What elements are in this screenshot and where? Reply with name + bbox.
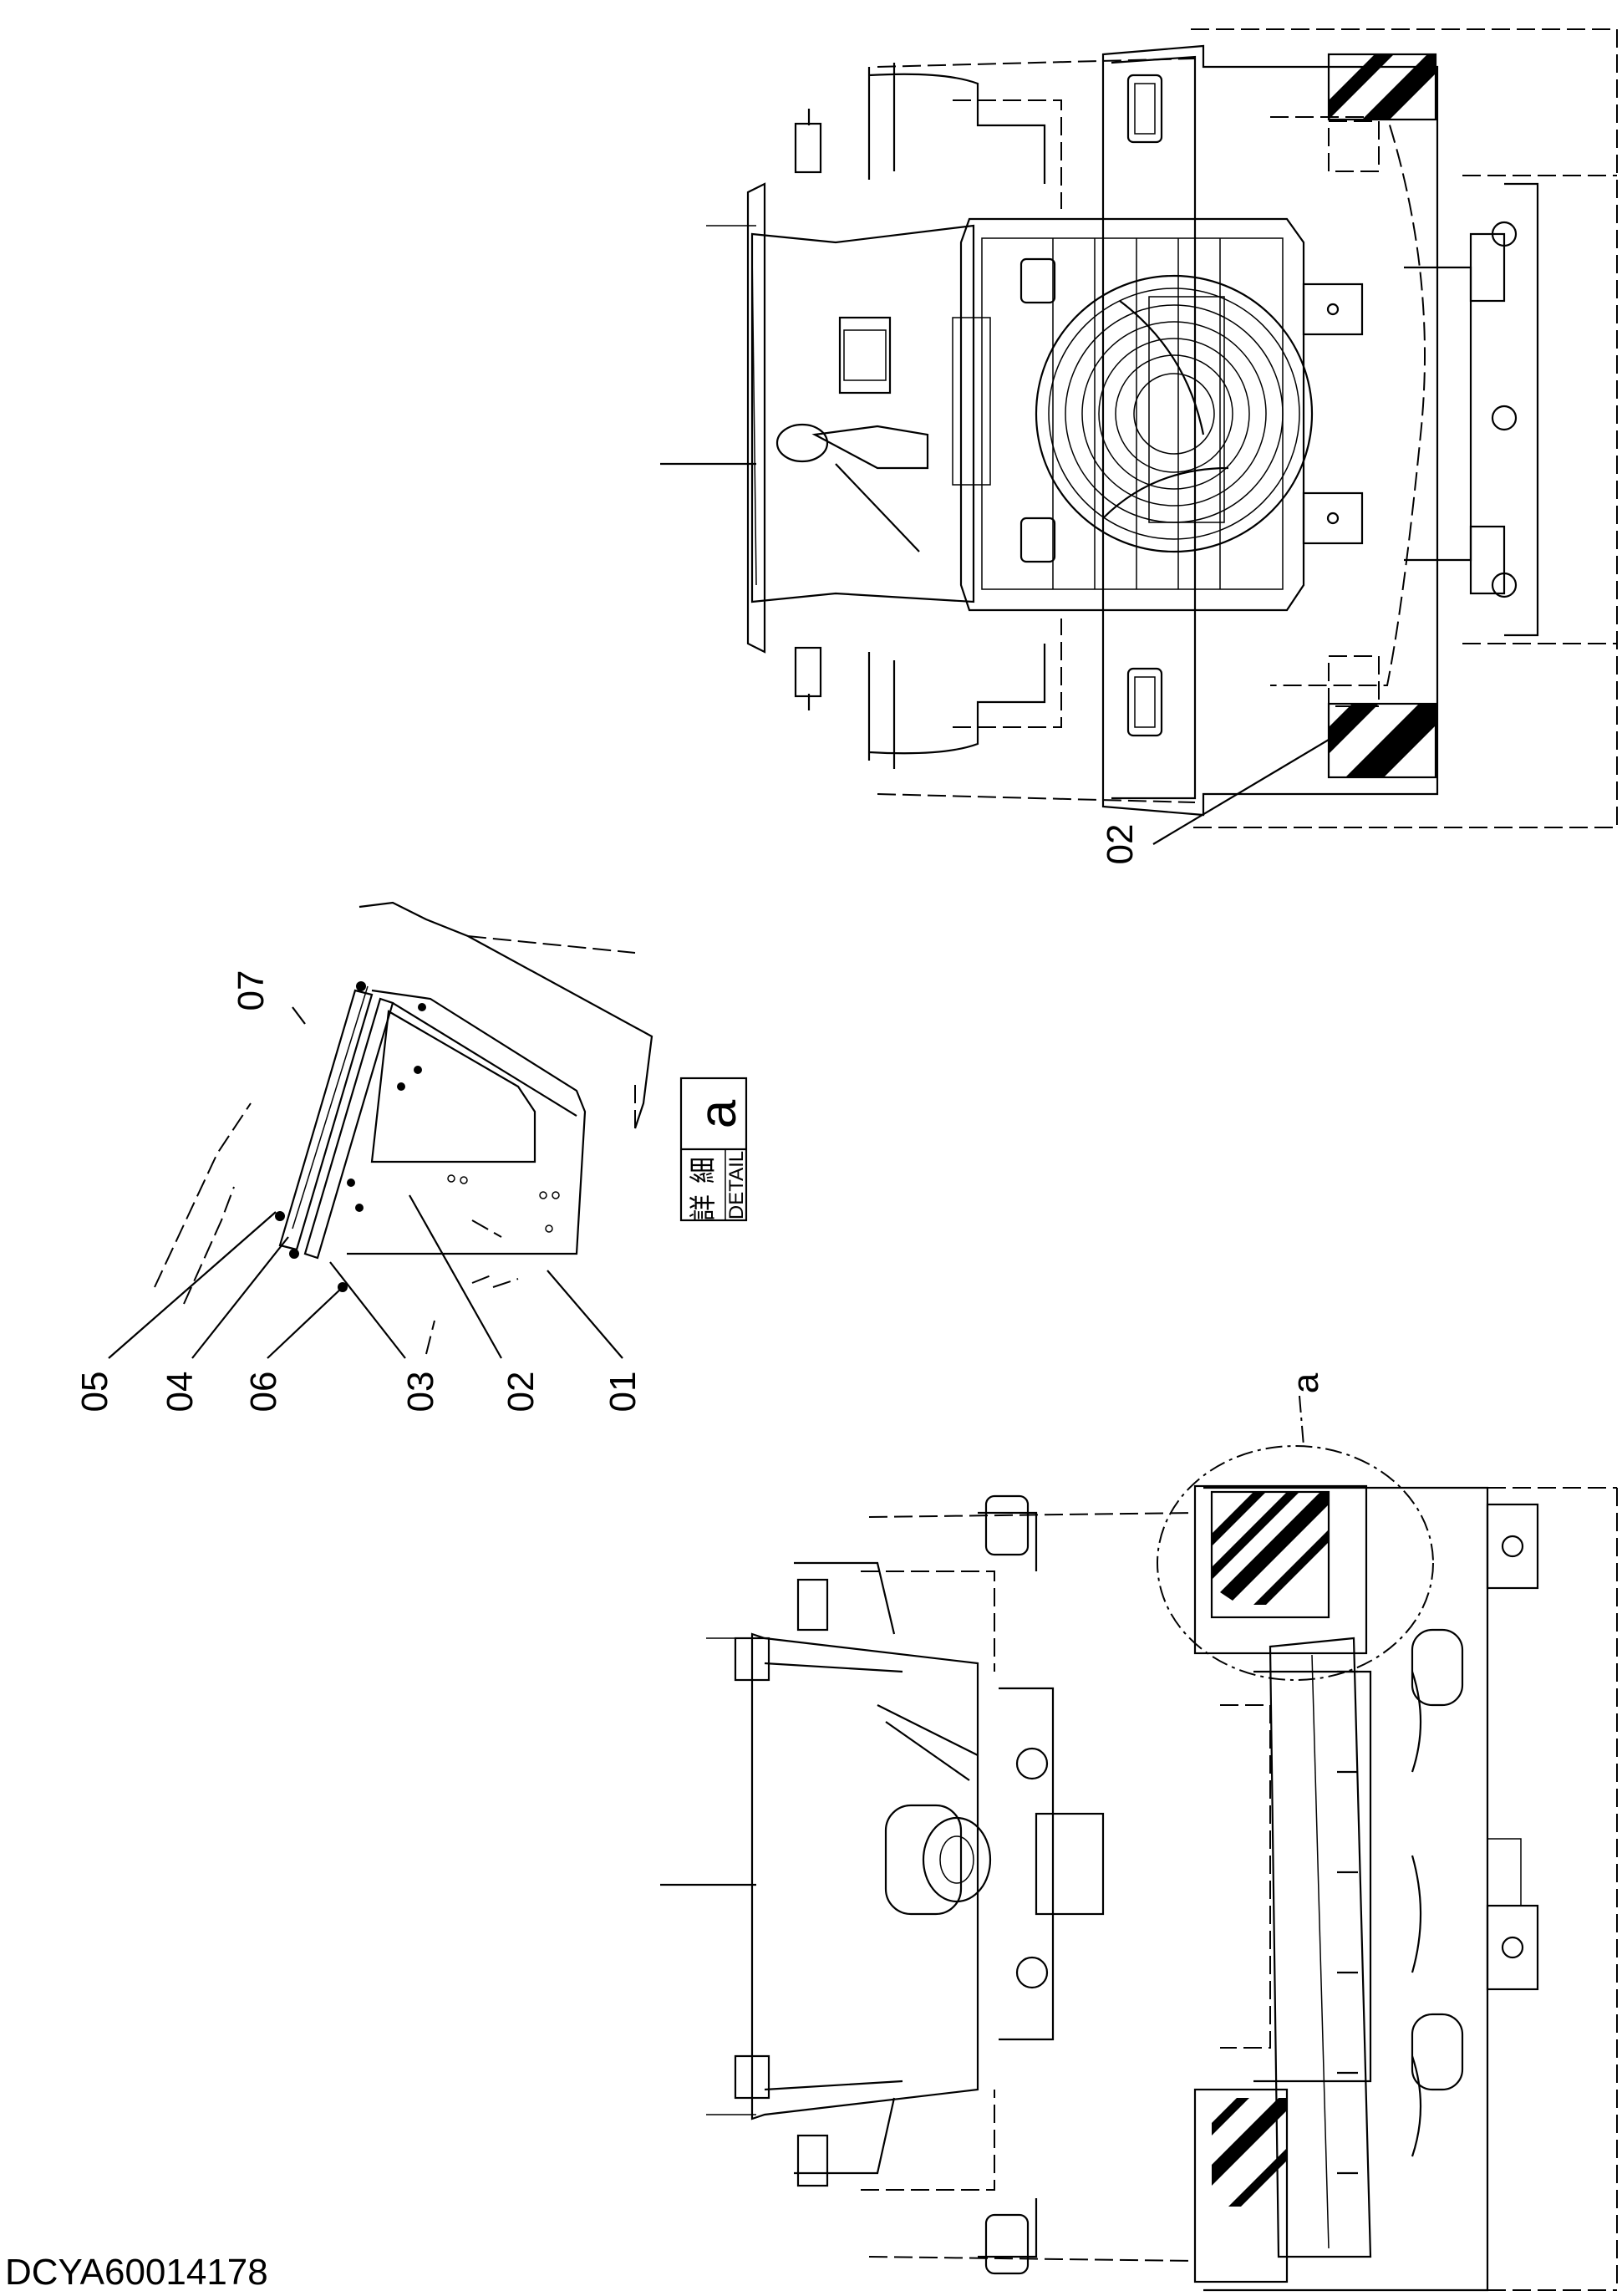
detail-letter: a — [689, 1099, 747, 1128]
detail-label-box: a 詳 細 DETAIL — [679, 1077, 748, 1222]
detail-english: DETAIL — [725, 1151, 748, 1219]
upper-machine-view: 02 — [660, 28, 1618, 865]
detail-a-callout-letter: a — [1285, 1372, 1326, 1393]
warning-plate-lower — [1193, 2088, 1289, 2283]
callout-06: 06 — [243, 1372, 284, 1413]
warning-plate-upper — [1193, 1484, 1368, 1655]
document-code: DCYA60014178 — [5, 2252, 268, 2293]
detail-a-view: 05 04 06 03 02 01 07 — [74, 901, 653, 1413]
callout-03: 03 — [400, 1372, 441, 1413]
radiator-grille — [959, 217, 1305, 612]
callout-02-top: 02 — [1100, 824, 1141, 865]
cooling-fan — [1035, 274, 1314, 553]
callout-04: 04 — [160, 1372, 201, 1413]
callout-02-detail: 02 — [501, 1372, 542, 1413]
callout-07: 07 — [231, 970, 272, 1011]
warning-plate-bottom — [1327, 702, 1437, 779]
detail-kanji-1: 詳 — [687, 1194, 719, 1221]
machine-front-view: a — [660, 1372, 1618, 2292]
callout-01: 01 — [603, 1372, 643, 1413]
warning-plate-top — [1327, 53, 1437, 121]
detail-a-circle — [1157, 1445, 1434, 1681]
detail-kanji-2: 細 — [687, 1157, 719, 1184]
callout-05: 05 — [74, 1372, 115, 1413]
